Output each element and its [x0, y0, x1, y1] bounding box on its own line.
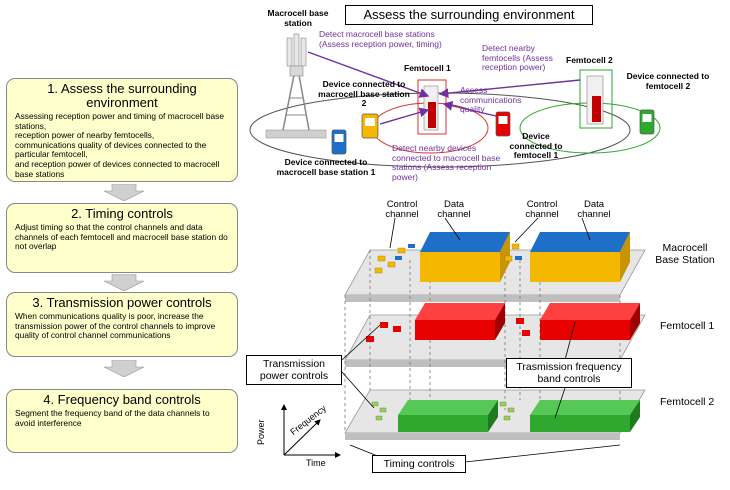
phone-icon-macro2 [361, 113, 379, 139]
macro-data-blocks [420, 232, 630, 282]
step-3-title: 3. Transmission power controls [32, 295, 212, 310]
data-channel-label-2: Data channel [577, 199, 611, 220]
control-channel-label-1: Control channel [385, 199, 419, 220]
device-femto2-label: Device connected to femtocell 2 [626, 71, 710, 91]
data-channel-label-1: Data channel [437, 199, 471, 220]
step-3-box: 3. Transmission power controls When comm… [6, 292, 238, 357]
femtocell-2-label: Femtocell 2 [566, 55, 613, 65]
device-femto1-label: Device connected to femtocell 1 [509, 131, 563, 160]
timing-callout: Timing controls [372, 455, 466, 473]
step-1-body: Assessing reception power and timing of … [15, 111, 225, 179]
femto2-data-blocks [398, 400, 640, 432]
step-4-title: 4. Frequency band controls [43, 392, 201, 407]
femto1-data-blocks [415, 303, 640, 340]
axis-power-label: Power [256, 419, 266, 445]
row-label-macro: Macrocell Base Station [655, 242, 715, 266]
row-label-femto2: Femtocell 2 [660, 396, 715, 408]
row-label-femto1: Femtocell 1 [660, 320, 715, 332]
detect-femto-label: Detect nearby femtocells (Assess recepti… [482, 43, 553, 72]
axis-time-label: Time [306, 458, 326, 468]
step-1-title: 1. Assess the surrounding environment [47, 81, 197, 110]
step-1-box: 1. Assess the surrounding environment As… [6, 78, 238, 182]
femtocell-2-device-icon [586, 75, 604, 125]
assess-quality-label: Assess communications quality [460, 85, 522, 114]
femtocell-1-label: Femtocell 1 [404, 63, 451, 73]
device-macro2-label: Device connected to macrocell base stati… [318, 79, 410, 108]
down-arrow-icon [104, 184, 144, 201]
control-channel-label-2: Control channel [525, 199, 559, 220]
macrocell-station-label: Macrocell base station [267, 8, 329, 28]
tx-power-callout: Transmission power controls [246, 355, 342, 385]
step-2-body: Adjust timing so that the control channe… [15, 222, 228, 252]
device-macro1-label: Device connected to macrocell base stati… [276, 157, 376, 177]
detect-devices-label: Detect nearby devices connected to macro… [392, 143, 501, 182]
macrocell-tower-icon [265, 33, 327, 139]
diagram-title: Assess the surrounding environment [345, 5, 593, 25]
down-arrow-icon [104, 360, 144, 377]
freq-band-callout: Trasmission frequency band controls [506, 358, 632, 388]
step-2-box: 2. Timing controls Adjust timing so that… [6, 203, 238, 273]
phone-icon-femto1 [495, 111, 511, 137]
phone-icon-macro1 [331, 129, 347, 155]
down-arrow-icon [104, 274, 144, 291]
step-4-body: Segment the frequency band of the data c… [15, 408, 210, 428]
step-4-box: 4. Frequency band controls Segment the f… [6, 389, 238, 453]
step-2-title: 2. Timing controls [71, 206, 173, 221]
phone-icon-femto2 [639, 109, 655, 135]
detect-macro-label: Detect macrocell base stations (Assess r… [319, 29, 442, 49]
step-3-body: When communications quality is poor, inc… [15, 311, 216, 341]
